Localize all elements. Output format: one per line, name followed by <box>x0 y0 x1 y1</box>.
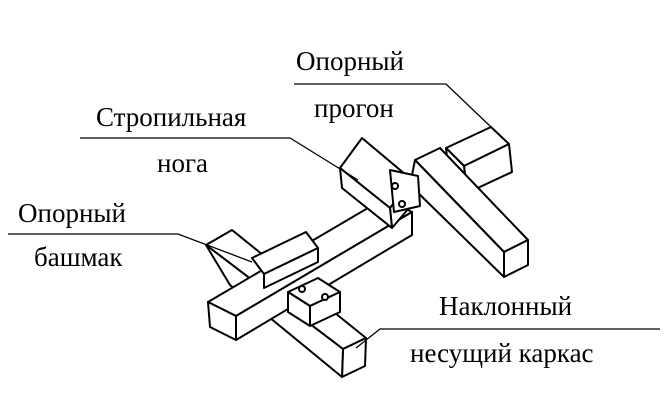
leader-support-purlin <box>294 83 492 128</box>
label-support-shoe-line2: башмак <box>34 242 123 272</box>
label-rafter-leg-line2: нога <box>157 148 209 178</box>
label-inclined-frame-line1: Наклонный <box>439 291 573 321</box>
label-rafter-leg-line1: Стропильная <box>96 102 247 132</box>
leader-support-shoe <box>8 233 253 263</box>
label-support-shoe-line1: Опорный <box>18 198 126 228</box>
label-inclined-frame-line2: несущий каркас <box>410 338 594 368</box>
leader-rafter-leg <box>80 137 359 181</box>
upper-connector-plate <box>389 169 421 213</box>
support-shoe-block <box>251 231 319 289</box>
leader-inclined-frame <box>355 328 660 349</box>
label-support-purlin-line2: прогон <box>314 93 394 123</box>
lower-connector-block <box>287 277 341 327</box>
label-support-purlin-line1: Опорный <box>296 46 404 76</box>
